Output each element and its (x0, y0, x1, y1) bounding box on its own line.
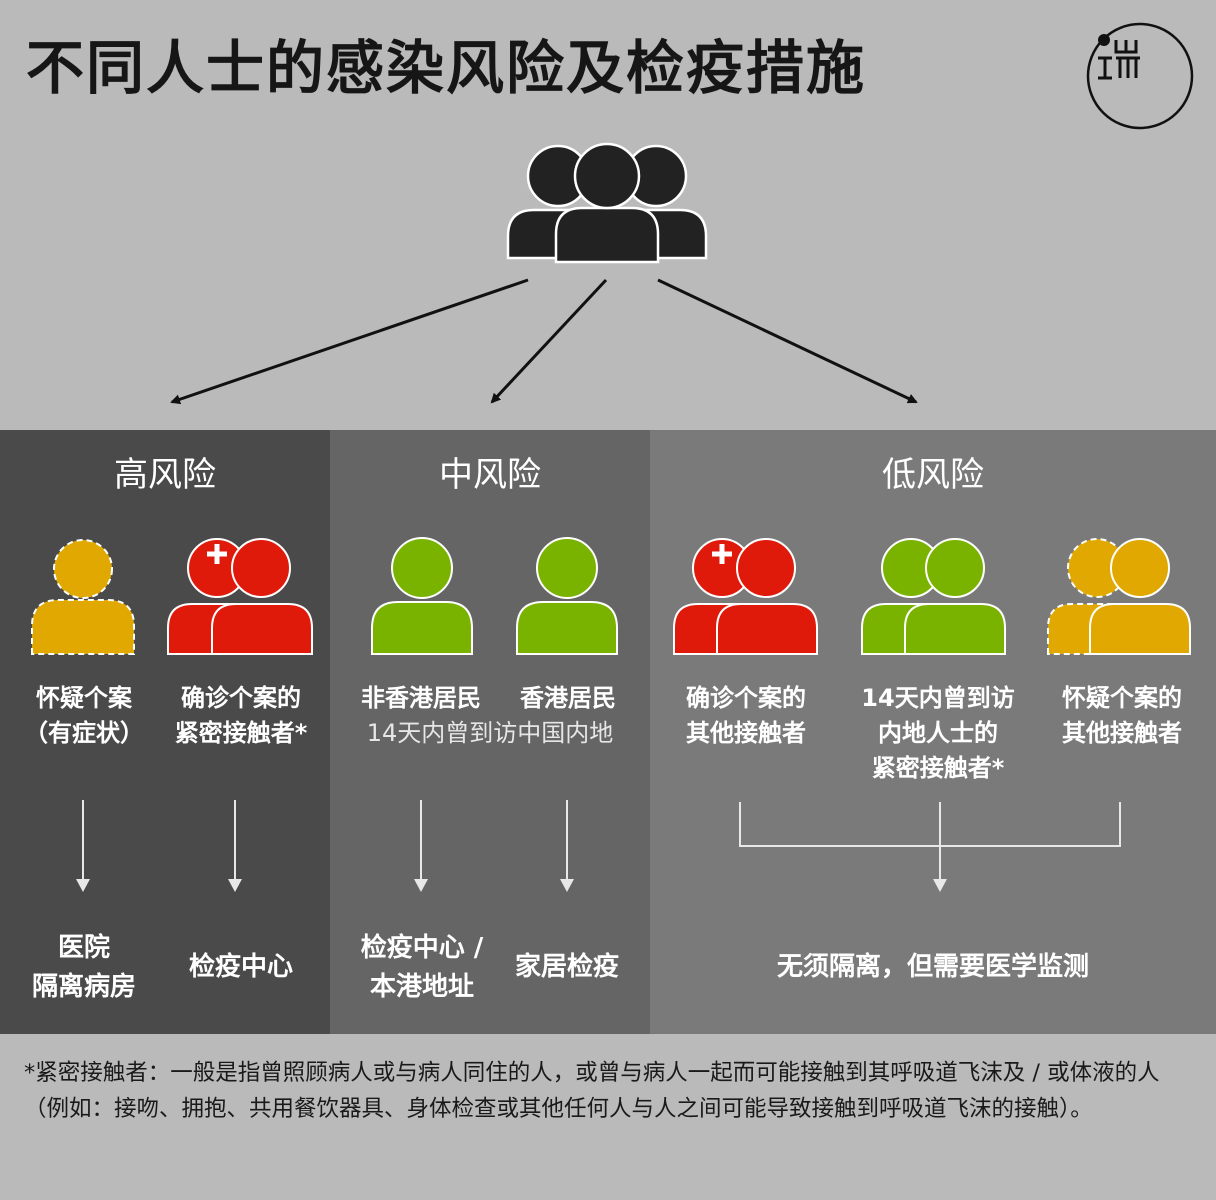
logo-mark (1086, 22, 1194, 130)
confirmed-contact-people-icon (167, 538, 313, 655)
low-risk-panel (650, 430, 1216, 1034)
plus-icon (207, 544, 227, 564)
high-risk-heading: 高风险 (114, 455, 216, 495)
medium-risk-panel (330, 430, 650, 1034)
non-resident-person-icon (371, 537, 473, 655)
resident-label: 香港居民 (520, 684, 616, 712)
quarantine-or-local-address-destination: 检疫中心 / 本港地址 (360, 933, 484, 1002)
medical-surveillance-destination: 无须隔离，但需要医学监测 (776, 952, 1089, 982)
arrow-to-high-risk (170, 278, 529, 405)
confirmed-close-contact-label: 确诊个案的 紧密接触者* (174, 684, 308, 747)
low-risk-heading: 低风险 (882, 455, 984, 495)
mainland-visit-caption: 14天内曾到访中国内地 (366, 719, 614, 747)
resident-person-icon (516, 537, 618, 655)
people-group-icon (506, 142, 708, 264)
suspect-case-label: 怀疑个案 （有症状） (24, 684, 144, 747)
confirmed-other-contacts-icon (673, 538, 818, 655)
suspect-case-person-icon (31, 539, 135, 655)
home-quarantine-destination: 家居检疫 (514, 952, 619, 982)
down-arrows (76, 800, 1121, 892)
confirmed-other-contacts-label: 确诊个案的 其他接触者 (686, 684, 806, 747)
plus-icon (712, 544, 732, 564)
arrow-to-low-risk (657, 278, 918, 404)
suspect-other-contacts-label: 怀疑个案的 其他接触者 (1062, 684, 1182, 747)
close-contact-footnote: *紧密接触者：一般是指曾照顾病人或与病人同住的人，或曾与病人一起而可能接触到其呼… (24, 1060, 1160, 1122)
high-risk-panel (0, 430, 330, 1034)
suspect-other-contacts-icon (1047, 538, 1191, 655)
mainland-visitor-contacts-icon (861, 538, 1006, 655)
quarantine-centre-destination: 检疫中心 (188, 952, 293, 982)
mainland-visitor-contacts-label: 14天内曾到访 内地人士的 紧密接触者* (861, 684, 1015, 782)
non-resident-label: 非香港居民 (361, 684, 481, 712)
medium-risk-heading: 中风险 (439, 455, 541, 495)
arrow-to-medium-risk (490, 278, 608, 404)
page-title: 不同人士的感染风险及检疫措施 (26, 34, 867, 102)
hospital-isolation-destination: 医院 隔离病房 (31, 933, 136, 1002)
